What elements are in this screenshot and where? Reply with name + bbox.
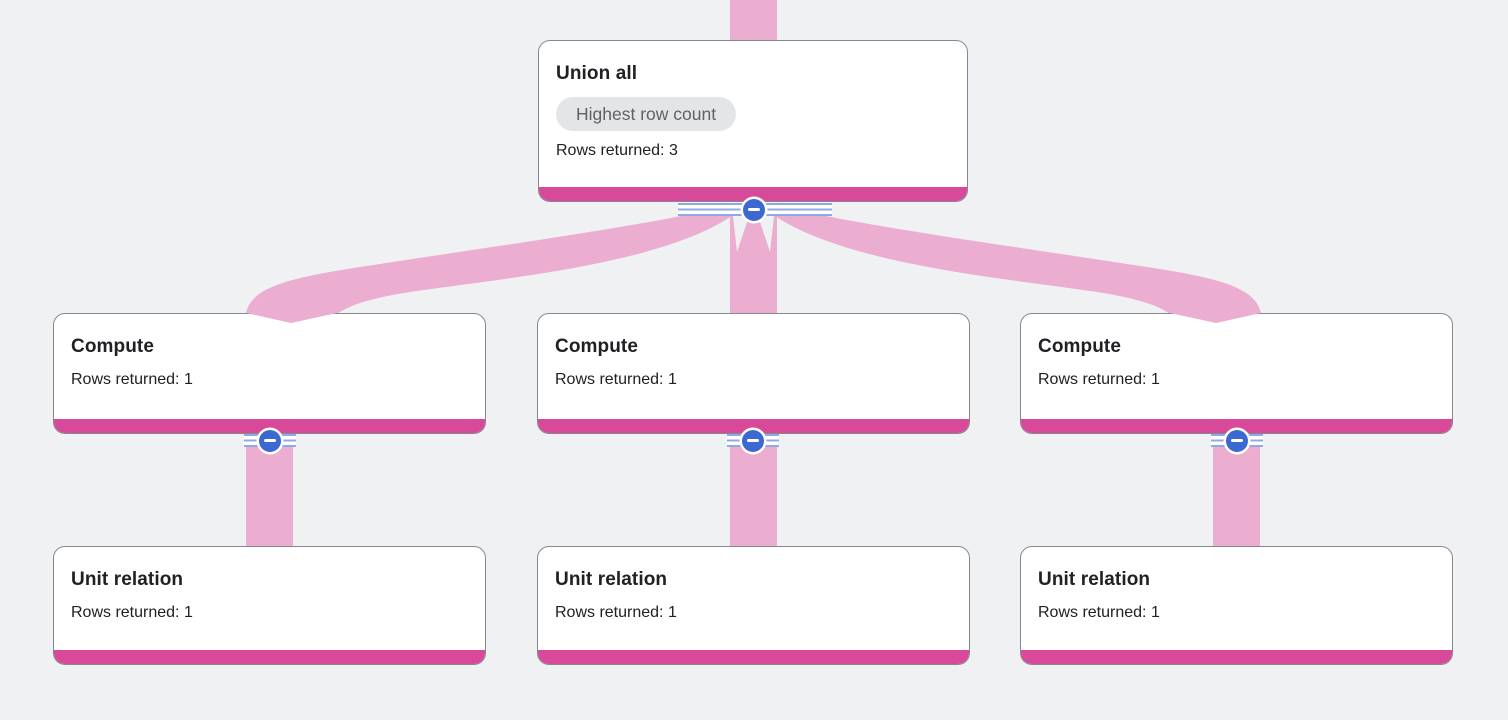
rows-returned-label: Rows returned: 1: [1038, 371, 1160, 388]
node-title: Compute: [1038, 336, 1122, 357]
rows-returned-label: Rows returned: 1: [71, 604, 193, 621]
node-title: Unit relation: [71, 569, 184, 590]
node-accent-bar: [54, 650, 485, 664]
node-title: Unit relation: [1038, 569, 1151, 590]
node-accent-bar: [538, 419, 969, 433]
edge-union-to-compute-3: [775, 216, 1261, 323]
node-accent-bar: [538, 650, 969, 664]
edge-unit-2-to-compute-2: [730, 434, 777, 548]
edge-union-to-compute-1: [246, 216, 732, 323]
node-title: Compute: [555, 336, 639, 357]
rows-returned-label: Rows returned: 3: [556, 142, 678, 159]
edge-gap-left: [733, 216, 749, 252]
node-title: Union all: [556, 63, 638, 84]
edge-incoming-to-union: [730, 0, 777, 42]
minus-icon: [747, 208, 760, 211]
edge-unit-1-to-compute-1: [246, 434, 293, 548]
node-title: Unit relation: [555, 569, 668, 590]
rows-returned-label: Rows returned: 1: [71, 371, 193, 388]
node-accent-bar: [539, 187, 967, 201]
node-compute-3[interactable]: Compute Rows returned: 1: [1020, 313, 1453, 434]
node-unit-relation-3[interactable]: Unit relation Rows returned: 1: [1020, 546, 1453, 665]
node-title: Compute: [71, 336, 155, 357]
node-compute-1[interactable]: Compute Rows returned: 1: [53, 313, 486, 434]
collapse-button[interactable]: [258, 429, 281, 452]
minus-icon: [747, 439, 759, 442]
highest-row-count-badge: Highest row count: [556, 97, 737, 131]
rows-returned-label: Rows returned: 1: [555, 371, 677, 388]
collapse-button[interactable]: [742, 429, 764, 452]
node-union-all[interactable]: Union all Highest row count Rows returne…: [538, 40, 968, 202]
collapse-button[interactable]: [1225, 429, 1248, 452]
node-accent-bar: [1021, 650, 1452, 664]
collapse-button[interactable]: [742, 198, 765, 221]
edge-gap-right: [758, 216, 774, 252]
rows-returned-label: Rows returned: 1: [1038, 604, 1160, 621]
node-accent-bar: [1021, 419, 1452, 433]
node-unit-relation-2[interactable]: Unit relation Rows returned: 1: [537, 546, 970, 665]
node-unit-relation-1[interactable]: Unit relation Rows returned: 1: [53, 546, 486, 665]
edge-unit-3-to-compute-3: [1213, 434, 1260, 548]
rows-returned-label: Rows returned: 1: [555, 604, 677, 621]
minus-icon: [263, 439, 276, 442]
minus-icon: [1230, 439, 1243, 442]
node-compute-2[interactable]: Compute Rows returned: 1: [537, 313, 970, 434]
node-accent-bar: [54, 419, 485, 433]
